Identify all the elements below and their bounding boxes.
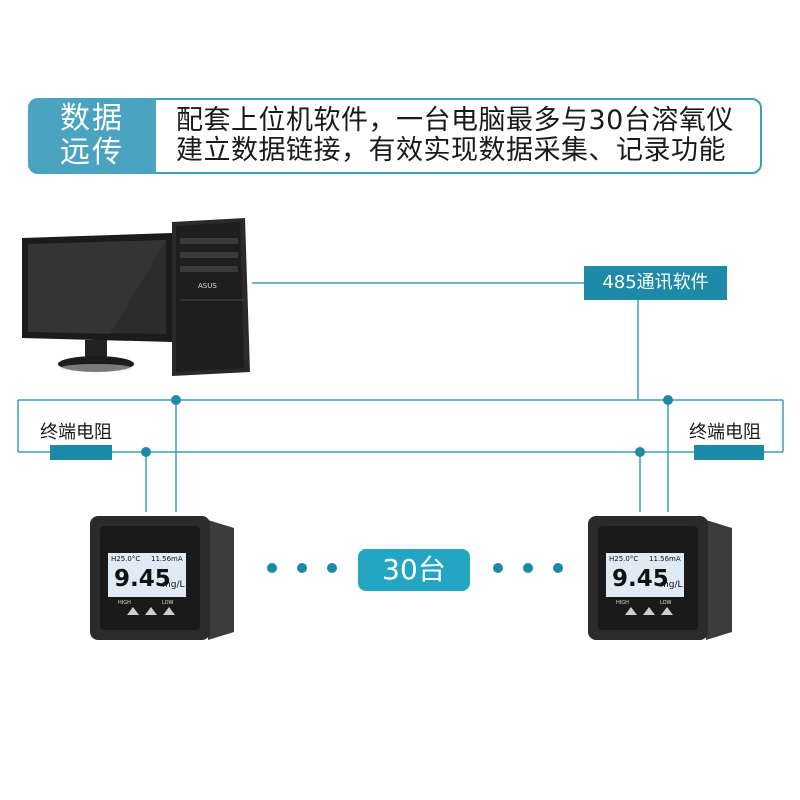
ellipsis-dot (523, 563, 533, 573)
banner-tag: 数据 远传 (28, 98, 156, 174)
meter-value: 9.45 (612, 566, 669, 592)
junction-dot (171, 395, 181, 405)
meter-current: 11.56mA (649, 555, 681, 563)
meter-unit: mg/L (162, 580, 185, 590)
meter-btn-right: LOW (660, 600, 672, 606)
resistor-right-label: 终端电阻 (689, 422, 761, 443)
junction-dot (663, 395, 673, 405)
ellipsis-dot (267, 563, 277, 573)
ellipsis-dot (493, 563, 503, 573)
banner-tag-line2: 远传 (60, 135, 124, 170)
software-label: 485通讯软件 (584, 266, 727, 300)
terminal-resistor-left (50, 445, 112, 460)
meter-temp: H25.0°C (609, 555, 639, 563)
resistor-left-label: 终端电阻 (40, 422, 112, 443)
junction-dot (141, 447, 151, 457)
banner-desc-line1: 配套上位机软件，一台电脑最多与30台溶氧仪 (176, 105, 734, 136)
meter-btn-right: LOW (162, 600, 174, 606)
terminal-resistor-right (694, 445, 764, 460)
right-meter-device (588, 516, 732, 640)
junction-dot (635, 447, 645, 457)
meter-btn-left: HIGH (118, 600, 131, 606)
monitor-icon (22, 233, 172, 372)
pc-tower-icon (172, 218, 250, 376)
ellipsis-dot (297, 563, 307, 573)
banner-description: 配套上位机软件，一台电脑最多与30台溶氧仪 建立数据链接，有效实现数据采集、记录… (176, 106, 756, 166)
meter-btn-left: HIGH (616, 600, 629, 606)
ellipsis-dot (327, 563, 337, 573)
meter-value: 9.45 (114, 566, 171, 592)
meter-current: 11.56mA (151, 555, 183, 563)
ellipsis-dot (553, 563, 563, 573)
meter-temp: H25.0°C (111, 555, 141, 563)
banner-tag-line1: 数据 (60, 101, 124, 136)
left-meter-device (90, 516, 234, 640)
meter-unit: mg/L (660, 580, 683, 590)
banner-desc-line2: 建立数据链接，有效实现数据采集、记录功能 (176, 135, 726, 166)
device-count-badge: 30台 (358, 549, 470, 591)
pc-brand-label: ASUS (198, 282, 217, 290)
